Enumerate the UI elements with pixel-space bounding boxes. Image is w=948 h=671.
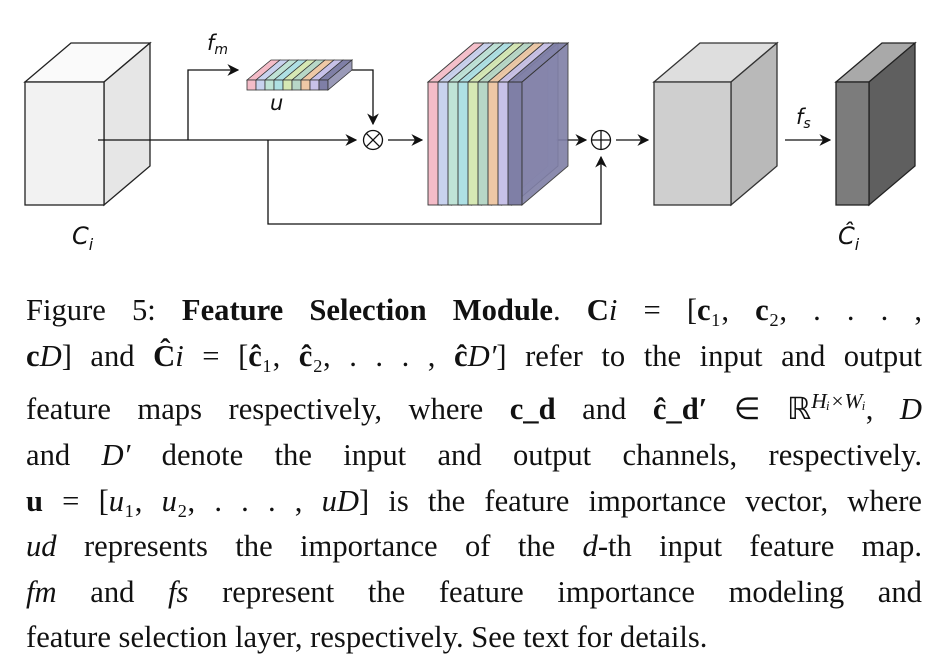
channel-slice xyxy=(506,42,570,206)
feature-importance-vector xyxy=(245,59,354,91)
label-fm: fm xyxy=(207,31,228,58)
figure-caption: Figure 5: Feature Selection Module. Ci =… xyxy=(26,288,922,661)
caption-line: fm and fs represent the feature importan… xyxy=(26,574,922,609)
flow-lines xyxy=(98,64,832,225)
output-feature-map-cube xyxy=(834,41,917,207)
input-cube-front xyxy=(24,81,105,206)
u-vector-side xyxy=(327,59,353,91)
caption-line: feature selection layer, respectively. S… xyxy=(26,620,708,655)
caption-line: cD] and Ĉi = [ĉ₁, ĉ₂, . . . , ĉD′] refer… xyxy=(26,338,922,373)
feature-selection-diagram: fm u fs Ci Ĉi xyxy=(23,31,917,254)
label-output-map: Ĉi xyxy=(838,220,860,254)
weighted-channel-stack xyxy=(426,42,570,206)
fm-branch-line xyxy=(187,64,240,140)
multiply-operator xyxy=(362,129,384,151)
label-fs: fs xyxy=(796,105,811,132)
input-feature-map-cube xyxy=(23,41,152,207)
caption-line: Figure 5: Feature Selection Module. Ci =… xyxy=(26,293,923,327)
label-u: u xyxy=(270,91,283,115)
add-operator xyxy=(590,129,612,151)
middle-feature-map-cube xyxy=(652,41,779,207)
label-input-map: Ci xyxy=(72,222,94,254)
residual-skip-line xyxy=(267,140,607,225)
caption-line: u = [u₁, u₂, . . . , uD] is the feature … xyxy=(26,483,923,518)
caption-line: ud represents the importance of the d-th… xyxy=(26,529,922,564)
caption-line: and D′ denote the input and output chann… xyxy=(26,437,922,472)
caption-line: feature maps respectively, where c_d and… xyxy=(26,389,922,427)
